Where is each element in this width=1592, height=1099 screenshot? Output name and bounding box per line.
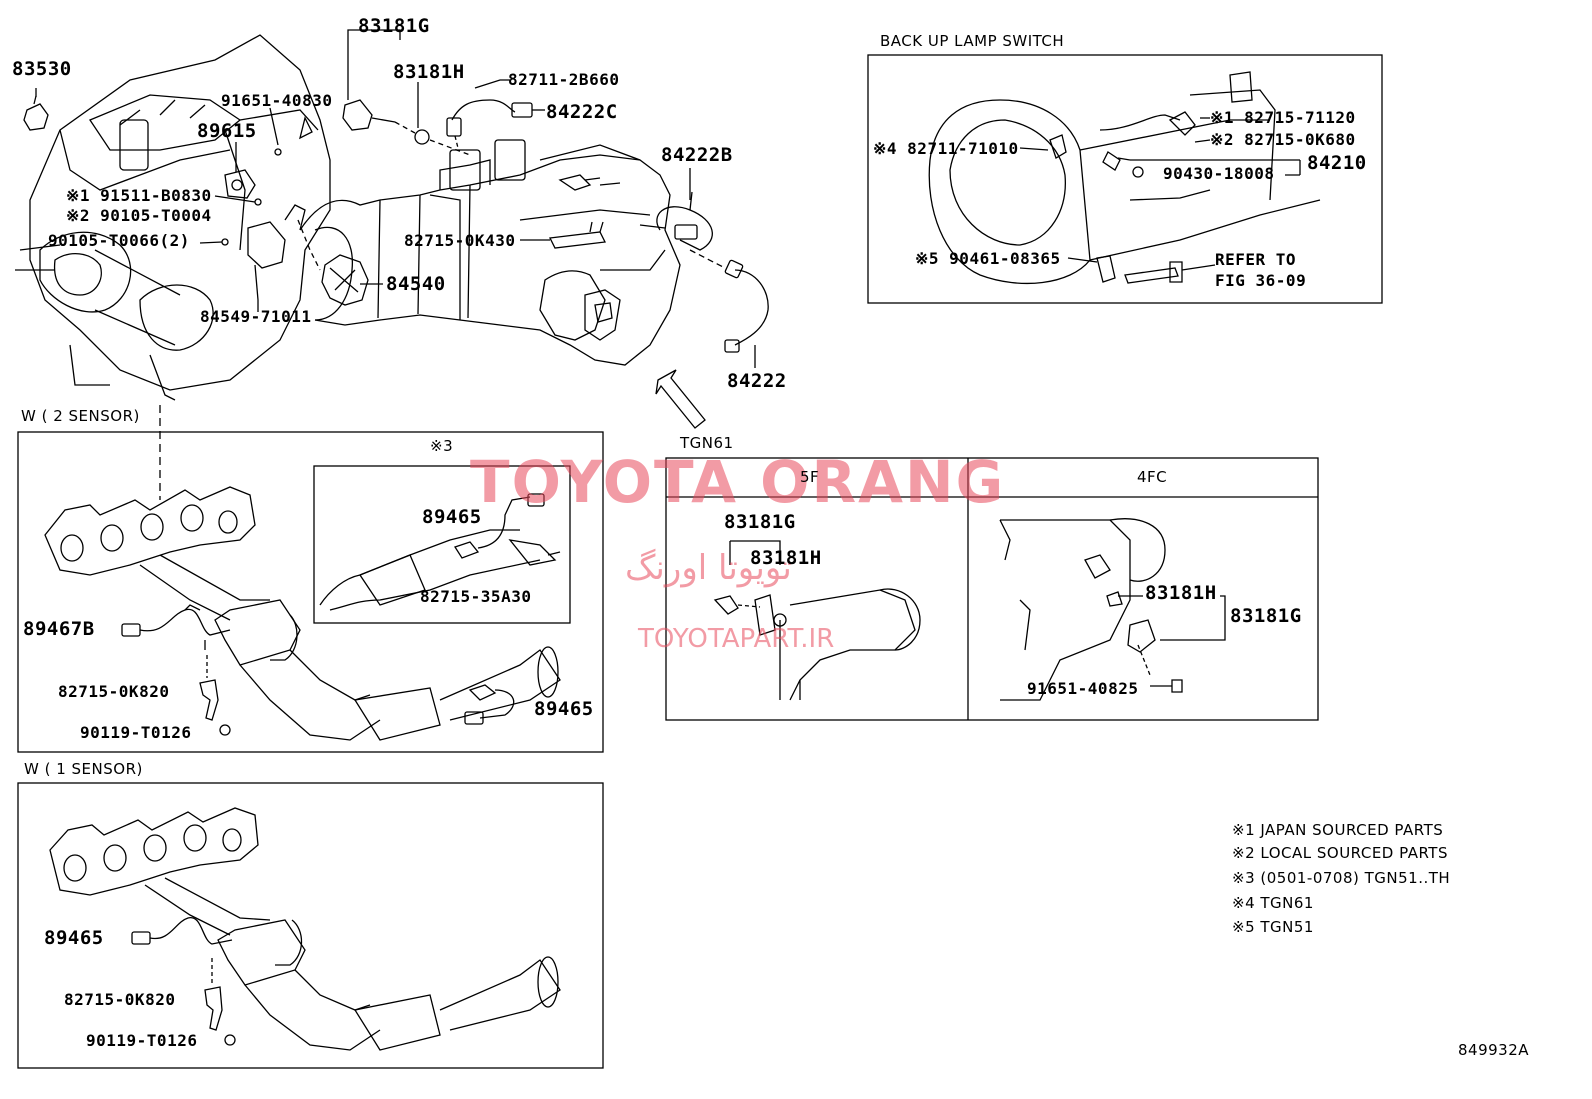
part-label-84210: 84210 [1307,152,1367,174]
part-label-89465-single: 89465 [44,927,104,949]
note-5: ※5 TGN51 [1232,918,1314,936]
part-label-82711-2b660: 82711-2B660 [508,70,620,89]
part-label-84222: 84222 [727,370,787,392]
part-label-83181g: 83181G [358,15,430,37]
part-label-91651-40830: 91651-40830 [221,91,333,110]
engine-transmission-drawing [15,29,769,500]
note-4: ※4 TGN61 [1232,894,1314,912]
inset-3-frame [313,465,571,624]
header-4fc: 4FC [1137,468,1168,486]
note-1: ※1 JAPAN SOURCED PARTS [1232,821,1444,839]
part-label-82715-0k680: ※2 82715-0K680 [1210,130,1356,149]
one-sensor-exhaust-drawing [49,807,561,1051]
backup-lamp-switch-title: BACK UP LAMP SWITCH [880,32,1065,50]
part-label-83181h-5f: 83181H [750,547,822,569]
part-label-82715-35a30: 82715-35A30 [420,587,532,606]
part-label-83181g-5f: 83181G [724,511,796,533]
refer-fig-text: FIG 36-09 [1215,271,1307,290]
backup-lamp-transmission-drawing [928,71,1321,284]
one-sensor-frame [17,782,604,1069]
part-label-83530: 83530 [12,58,72,80]
part-label-82715-0k820: 82715-0K820 [58,682,170,701]
part-label-89467b: 89467B [23,618,95,640]
part-label-90119-t0126-single: 90119-T0126 [86,1031,198,1050]
one-sensor-title: W ( 1 SENSOR) [24,760,143,778]
note-3: ※3 (0501-0708) TGN51..TH [1232,869,1451,887]
part-label-82715-71120: ※1 82715-71120 [1210,108,1356,127]
refer-to-text: REFER TO [1215,250,1297,269]
part-label-91511-b0830: ※1 91511-B0830 [66,186,212,205]
two-sensor-exhaust-drawing [44,486,561,741]
note-2: ※2 LOCAL SOURCED PARTS [1232,844,1448,862]
part-label-84222b: 84222B [661,144,733,166]
part-label-89465: 89465 [534,698,594,720]
inset-3-title: ※3 [430,437,454,455]
part-label-82715-0k430: 82715-0K430 [404,231,516,250]
part-label-89465-inset: 89465 [422,506,482,528]
part-label-90461-08365: ※5 90461-08365 [915,249,1061,268]
part-label-83181h: 83181H [393,61,465,83]
figure-code: 849932A [1458,1041,1530,1059]
5f-drawing [713,540,921,701]
part-label-90119-t0126: 90119-T0126 [80,723,192,742]
part-label-83181h-4fc: 83181H [1145,582,1217,604]
part-label-84222c: 84222C [546,101,618,123]
two-sensor-frame [17,431,604,753]
part-label-90430-18008: 90430-18008 [1163,164,1275,183]
watermark-site: TOYOTAPART.IR [638,624,835,654]
part-label-89615: 89615 [197,120,257,142]
part-label-83181g-4fc: 83181G [1230,605,1302,627]
part-label-90105-t0004: ※2 90105-T0004 [66,206,212,225]
two-sensor-title: W ( 2 SENSOR) [21,407,140,425]
part-label-82715-0k820-single: 82715-0K820 [64,990,176,1009]
part-label-90105-t0066: 90105-T0066(2) [48,231,190,250]
transmission-variant-frame [665,457,1319,721]
part-label-84540: 84540 [386,273,446,295]
part-label-84549-71011: 84549-71011 [200,307,312,326]
watermark-brand: TOYOTA ORANG [470,448,1006,516]
backup-lamp-switch-frame [867,54,1383,304]
part-label-91651-40825: 91651-40825 [1027,679,1139,698]
4fc-drawing [999,518,1226,701]
header-5f: 5F [800,468,820,486]
view-label-tgn61: TGN61 [680,434,734,452]
part-label-82711-71010: ※4 82711-71010 [873,139,1019,158]
watermark-farsi: تویوتا اورنگ [625,548,792,588]
